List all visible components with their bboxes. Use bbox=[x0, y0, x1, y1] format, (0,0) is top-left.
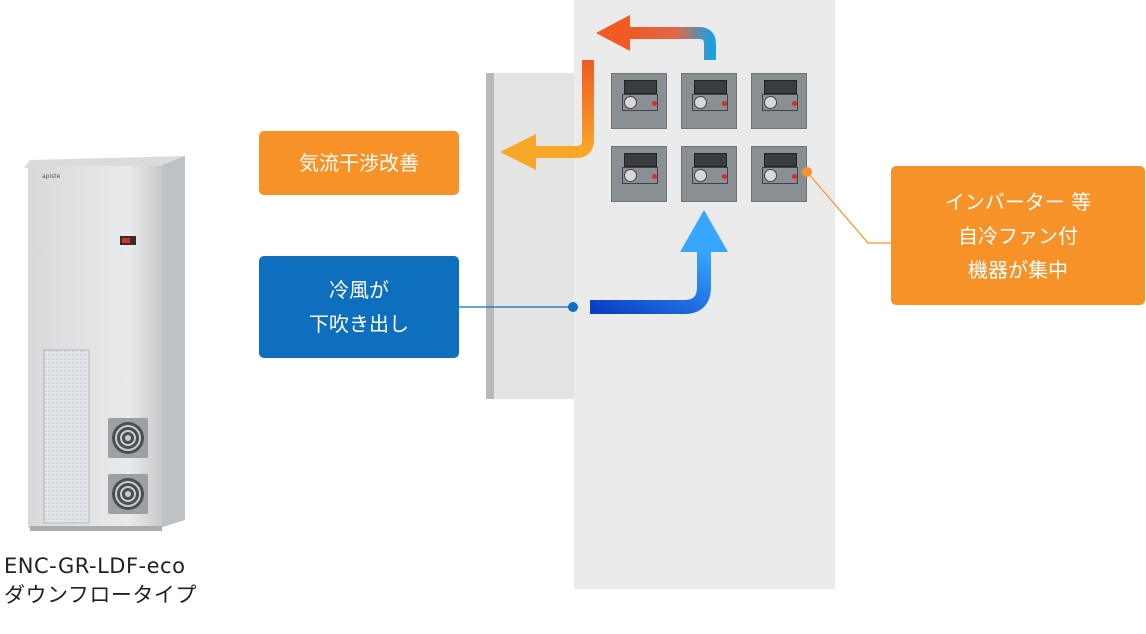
cold-air-arrow bbox=[590, 210, 728, 314]
devices-line-1: インバーター 等 bbox=[944, 189, 1092, 214]
hot-air-exhaust-arrow bbox=[596, 15, 716, 60]
fan-icon bbox=[108, 474, 148, 514]
product-type: ダウンフロータイプ bbox=[4, 583, 197, 607]
hot-air-left-arrow bbox=[500, 60, 594, 170]
fan-icon bbox=[108, 418, 148, 458]
device-unit bbox=[611, 73, 667, 129]
airflow-callout-text: 気流干渉改善 bbox=[299, 151, 419, 175]
cold-air-connector-dot bbox=[568, 302, 578, 312]
device-unit bbox=[681, 73, 737, 129]
devices-line-2: 自冷ファン付 bbox=[958, 223, 1078, 248]
air-conditioner-unit: apiste bbox=[24, 156, 185, 531]
device-concentration-callout: インバーター 等 自冷ファン付 機器が集中 bbox=[891, 166, 1145, 305]
devices-connector-line bbox=[806, 171, 891, 244]
cold-air-callout: 冷風が 下吹き出し bbox=[259, 256, 459, 358]
product-model: ENC-GR-LDF-eco bbox=[4, 554, 186, 578]
cold-air-line-1: 冷風が bbox=[329, 278, 389, 302]
cold-air-line-2: 下吹き出し bbox=[309, 312, 409, 336]
devices-line-3: 機器が集中 bbox=[968, 257, 1068, 282]
device-unit bbox=[611, 146, 667, 202]
device-unit bbox=[751, 73, 807, 129]
brand-logo: apiste bbox=[42, 173, 61, 180]
product-label: ENC-GR-LDF-eco ダウンフロータイプ bbox=[4, 552, 197, 610]
devices-connector-dot bbox=[802, 167, 812, 177]
filter-panel bbox=[43, 349, 90, 524]
cabinet-door-edge bbox=[486, 73, 494, 399]
cabinet-door bbox=[486, 73, 574, 399]
device-unit bbox=[681, 146, 737, 202]
airflow-improvement-callout: 気流干渉改善 bbox=[259, 131, 459, 195]
